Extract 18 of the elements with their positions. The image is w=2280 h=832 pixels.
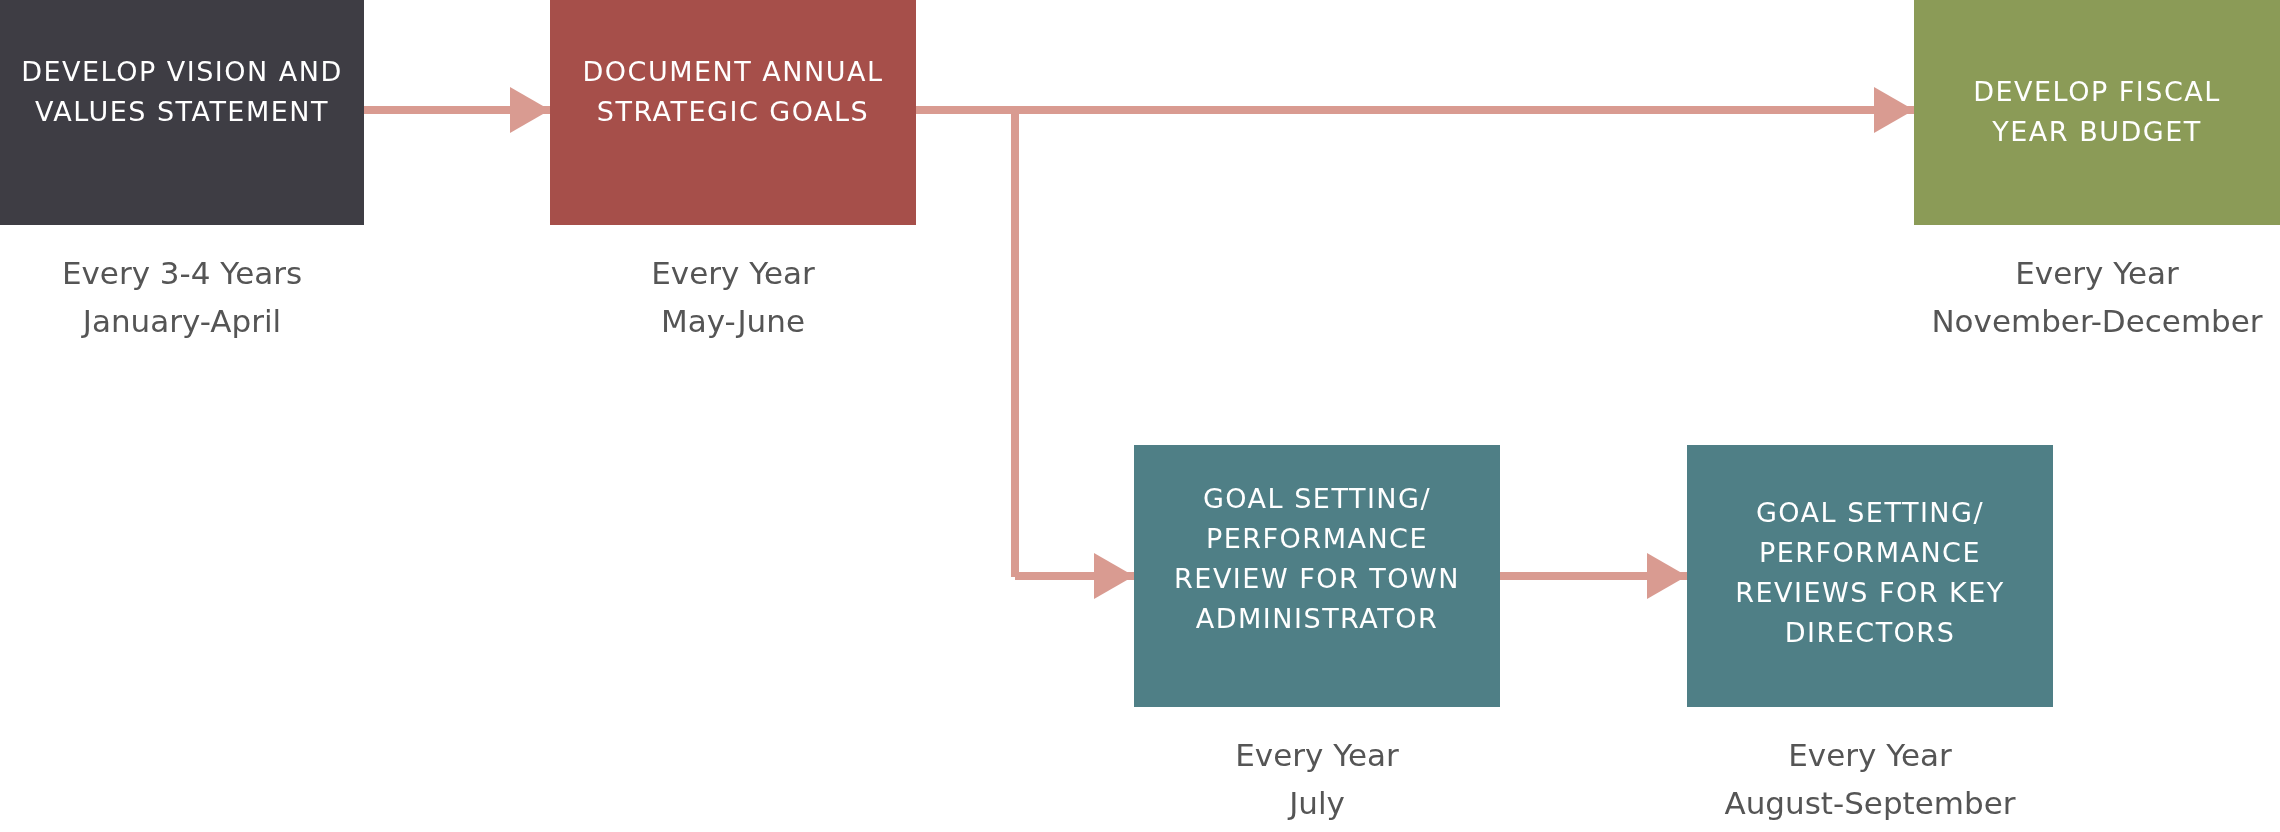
- box-label: DEVELOP VISION AND VALUES STATEMENT: [20, 55, 344, 129]
- schedule-text: January-April: [82, 302, 282, 341]
- schedule-text: Every Year: [651, 254, 815, 293]
- arrow: [364, 87, 550, 133]
- box-label: GOAL SETTING/ PERFORMANCE REVIEWS FOR KEY DIRECTORS: [1734, 496, 2006, 650]
- box-label: GOAL SETTING/ PERFORMANCE REVIEW FOR TOWN ADMINISTRATOR: [1173, 482, 1461, 636]
- arrow: [916, 106, 1134, 599]
- schedule-text: July: [1289, 784, 1345, 823]
- arrow: [1500, 553, 1687, 599]
- schedule-text: August-September: [1724, 784, 2016, 823]
- schedule-text: Every Year: [2015, 254, 2179, 293]
- box-label: DEVELOP FISCAL YEAR BUDGET: [1972, 75, 2222, 149]
- box-label: DOCUMENT ANNUAL STRATEGIC GOALS: [581, 55, 885, 129]
- schedule-text: Every 3-4 Years: [61, 254, 303, 293]
- schedule-text: May-June: [661, 302, 805, 341]
- schedule-text: November-December: [1931, 302, 2263, 341]
- schedule-text: Every Year: [1235, 736, 1399, 775]
- schedule-text: Every Year: [1788, 736, 1952, 775]
